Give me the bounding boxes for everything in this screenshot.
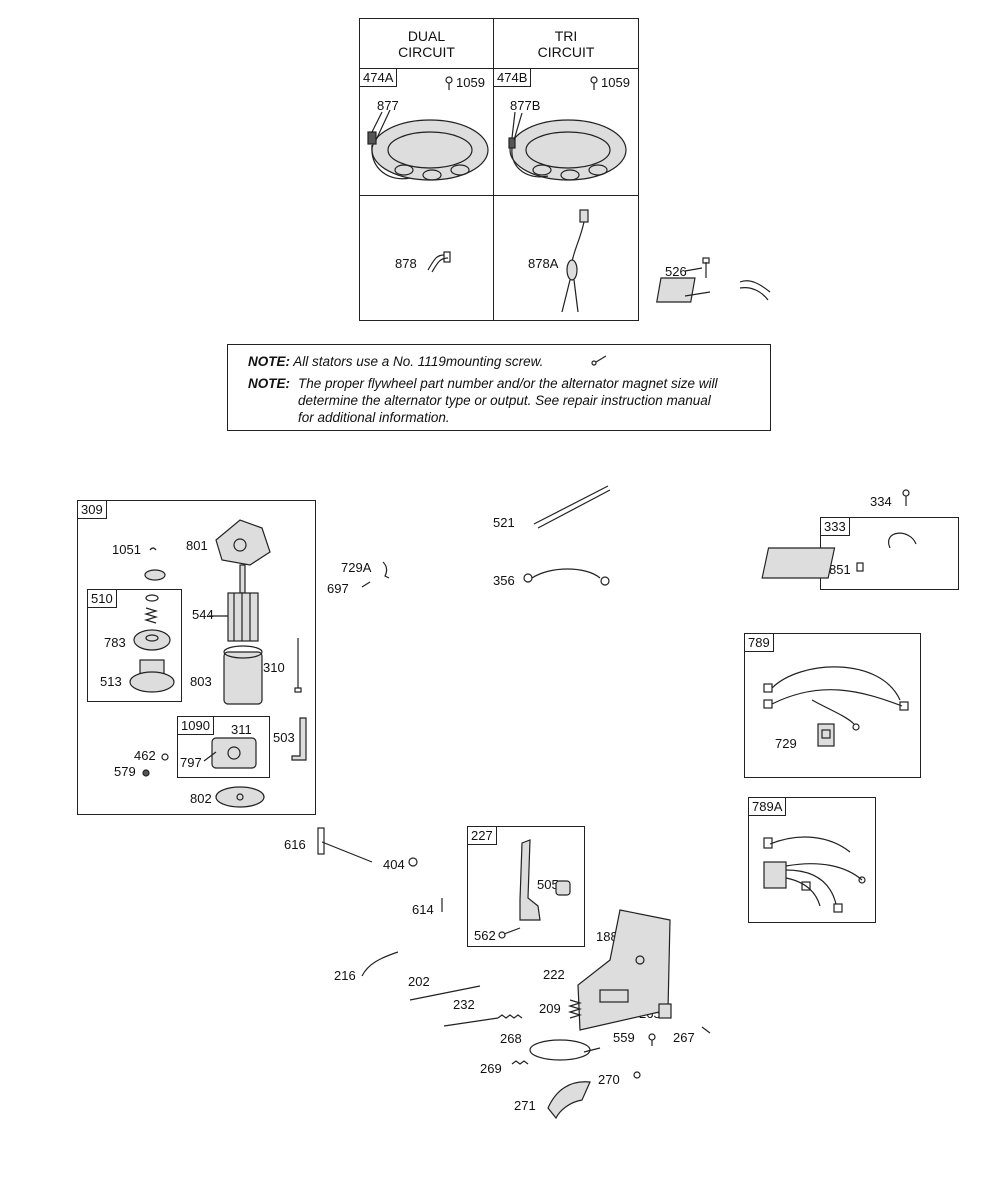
part-802-label: 802 [190,791,212,806]
part-501-label: 501 [665,289,687,304]
part-474a-tag: 474A [359,68,398,87]
part-1059-tri-label: 1059 [601,75,630,90]
harness-789a-box [748,797,876,923]
part-877b-label: 877B [510,98,541,113]
part-614-label: 614 [412,902,434,917]
screw-559-icon [648,1033,656,1046]
part-270-label: 270 [598,1072,620,1087]
part-462-label: 462 [134,748,156,763]
tri-circuit-header: TRI CIRCUIT [537,28,595,60]
part-356-label: 356 [493,573,515,588]
part-333-tag: 333 [820,517,850,536]
alternator-table [359,18,639,321]
clip-729a-icon [382,561,390,579]
part-269-label: 269 [480,1061,502,1076]
part-1090-tag: 1090 [177,716,214,735]
part-505-label: 505 [537,877,559,892]
part-803-label: 803 [190,674,212,689]
part-265-label: 265 [639,1006,661,1021]
starter-group-box [77,500,316,815]
part-202-label: 202 [408,974,430,989]
part-1051-label: 1051 [112,542,141,557]
part-474b-tag: 474B [493,68,532,87]
part-309-tag: 309 [77,500,107,519]
part-310-label: 310 [263,660,285,675]
part-311-label: 311 [231,722,252,737]
ground-wire-356-icon [523,568,610,586]
note-1-text: All stators use a No. 1119mounting screw… [293,354,544,369]
drive-group-box [87,589,182,702]
spring-209-icon [567,999,583,1019]
note-2-line-3: for additional information. [298,410,450,425]
part-1059-dual-label: 1059 [456,75,485,90]
table-divider-v [493,18,494,321]
part-232-label: 232 [453,997,475,1012]
part-562-label: 562 [474,928,496,943]
shaft-616-icon [317,827,373,863]
part-729a-label: 729A [341,560,372,575]
part-513-label: 513 [100,674,122,689]
note-2-line-2: determine the alternator type or output.… [298,393,711,408]
note-1-label: NOTE: [248,354,290,369]
harness-789-box [744,633,921,778]
part-878a-label: 878A [528,256,559,271]
table-divider-h2 [359,195,639,196]
part-334-label: 334 [870,494,892,509]
part-801-label: 801 [186,538,208,553]
note-2-label: NOTE: [248,375,290,392]
part-729-label: 729 [775,736,797,751]
washer-404-icon [408,857,418,867]
rod-521-icon [533,485,611,529]
lever-271-icon [547,1081,591,1120]
part-216-label: 216 [334,968,356,983]
part-227-tag: 227 [467,826,497,845]
part-797-label: 797 [180,755,202,770]
spring-232-icon [443,1014,523,1027]
part-503-label: 503 [273,730,295,745]
nut-270-icon [633,1071,641,1079]
note-2-label-text: NOTE: [248,376,290,391]
part-271-label: 271 [514,1098,536,1113]
part-783-label: 783 [104,635,126,650]
part-789-tag: 789 [744,633,774,652]
part-544-label: 544 [192,607,214,622]
part-878-label: 878 [395,256,417,271]
lever-group-box [467,826,585,947]
notes-box [227,344,771,431]
brush-group-box [177,716,270,778]
part-616-label: 616 [284,837,306,852]
note-2-line-1: The proper flywheel part number and/or t… [298,376,718,391]
part-222-label: 222 [543,967,565,982]
screw-334-icon [902,489,910,506]
part-209-label: 209 [539,1001,561,1016]
dual-circuit-header: DUAL CIRCUIT [398,28,455,60]
block-265-icon [658,1003,672,1019]
part-188-label: 188 [596,929,618,944]
part-877-label: 877 [377,98,399,113]
screw-188-icon [627,929,637,937]
part-267-label: 267 [673,1030,695,1045]
screw-267-icon [701,1026,711,1034]
part-697-label: 697 [327,581,349,596]
spring-269-icon [511,1060,529,1065]
link-216-icon [361,951,399,977]
screw-697-icon [361,581,371,588]
part-526-label: 526 [665,264,687,279]
part-851-label: 851 [829,562,851,577]
note-1: NOTE: All stators use a No. 1119mounting… [248,353,543,370]
part-510-tag: 510 [87,589,117,608]
part-521-label: 521 [493,515,515,530]
cable-268-icon [529,1039,601,1061]
part-559-label: 559 [613,1030,635,1045]
part-404-label: 404 [383,857,405,872]
part-579-label: 579 [114,764,136,779]
part-268-label: 268 [500,1031,522,1046]
part-789a-tag: 789A [748,797,787,816]
